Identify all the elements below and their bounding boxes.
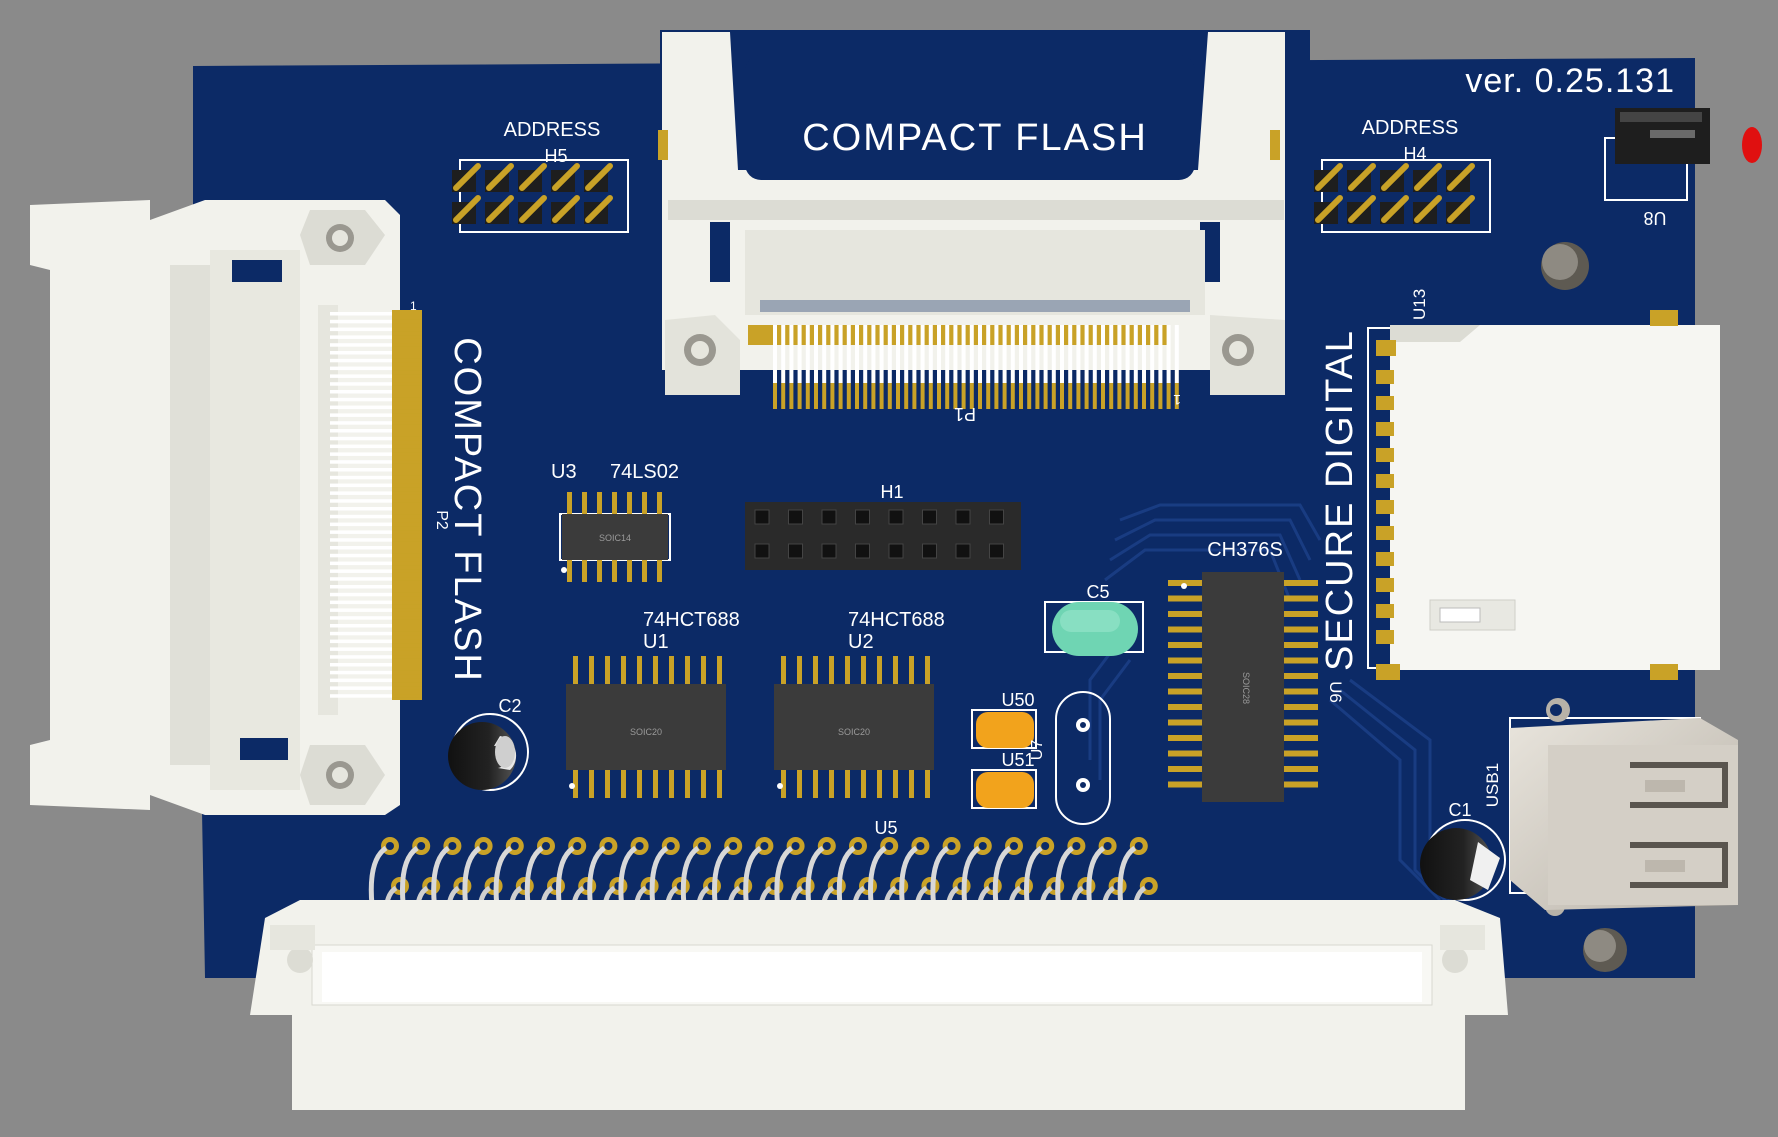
u2-part-label: 74HCT688 xyxy=(848,609,945,631)
u2-package-label: SOIC20 xyxy=(838,727,870,737)
idc-50-pin-connector-icon xyxy=(250,837,1508,1110)
capacitor-c5-icon xyxy=(1044,601,1144,656)
u3-part-label: 74LS02 xyxy=(610,461,679,483)
p2-pin1-label: 1 xyxy=(410,299,417,313)
c2-label: C2 xyxy=(498,696,521,716)
pcb-traces xyxy=(1088,503,1462,912)
usb1-label: USB1 xyxy=(1483,763,1502,807)
sd-card-socket-icon xyxy=(1367,310,1720,680)
c1-label: C1 xyxy=(1448,800,1471,820)
u51-label: U51 xyxy=(1001,750,1034,770)
u3-label: U3 xyxy=(551,461,577,483)
u8-label: U8 xyxy=(1643,208,1666,228)
smd-u50-icon xyxy=(971,709,1037,749)
u6-label: U6 xyxy=(1326,681,1345,703)
u13-label: U13 xyxy=(1410,289,1429,320)
cf-left-label: COMPACT FLASH xyxy=(446,337,488,683)
u1-part-label: 74HCT688 xyxy=(643,609,740,631)
u6-package-label: SOIC28 xyxy=(1241,672,1251,704)
address-left-label: ADDRESS xyxy=(504,119,601,141)
u50-label: U50 xyxy=(1001,690,1034,710)
compact-flash-socket-icon xyxy=(30,200,422,815)
p1-label: P1 xyxy=(954,404,976,424)
version-label: ver. 0.25.131 xyxy=(1465,62,1675,100)
c5-label: C5 xyxy=(1086,582,1109,602)
u3-package-label: SOIC14 xyxy=(599,533,631,543)
h1-label: H1 xyxy=(880,482,903,502)
u2-label: U2 xyxy=(848,631,874,653)
p1-pin1-label: 1 xyxy=(1173,392,1181,408)
led-icon xyxy=(1604,108,1762,201)
crystal-icon xyxy=(1055,691,1111,825)
pin-header-h1-icon xyxy=(745,502,1021,570)
ic-u1-icon: SOIC20 xyxy=(566,656,726,798)
ic-u2-icon: SOIC20 xyxy=(774,656,934,798)
ch376s-label: CH376S xyxy=(1207,539,1283,561)
address-right-label: ADDRESS xyxy=(1362,117,1459,139)
ic-u6-icon: SOIC28 xyxy=(1168,572,1318,802)
u5-label: U5 xyxy=(874,818,897,838)
u7-label: U7 xyxy=(1029,740,1046,761)
pin-header-h4-icon xyxy=(1314,159,1491,233)
compact-flash-socket-icon xyxy=(658,30,1310,409)
ic-u3-icon: SOIC14 xyxy=(559,492,671,582)
cf-top-label: COMPACT FLASH xyxy=(802,117,1148,159)
pin-header-h5-icon xyxy=(452,159,629,233)
sd-label: SECURE DIGITAL xyxy=(1319,329,1361,671)
smd-u51-icon xyxy=(971,769,1037,809)
electrolytic-capacitor-c1-icon xyxy=(1420,819,1506,901)
h5-label: H5 xyxy=(544,146,567,166)
u1-label: U1 xyxy=(643,631,669,653)
u1-package-label: SOIC20 xyxy=(630,727,662,737)
p2-label: P2 xyxy=(433,510,450,530)
electrolytic-capacitor-c2-icon xyxy=(448,713,529,791)
usb-a-socket-icon xyxy=(1509,698,1738,916)
